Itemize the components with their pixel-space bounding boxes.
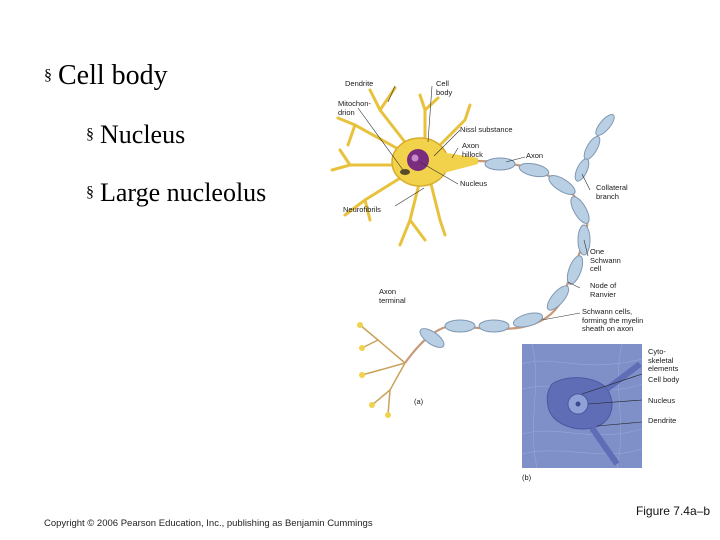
neuron-diagram: [330, 85, 615, 418]
label-axon-terminal: Axon terminal: [379, 287, 406, 305]
copyright-notice: Copyright © 2006 Pearson Education, Inc.…: [44, 518, 373, 529]
label-nucleus: Nucleus: [460, 179, 488, 188]
axon-hillock-shape: [440, 152, 478, 174]
label-cell-body: Cell body: [436, 79, 453, 97]
nucleolus-shape: [411, 154, 419, 162]
label-b-dendrite: Dendrite: [648, 416, 677, 425]
label-schwann-sheath: Schwann cells, forming the myelin sheath…: [582, 307, 644, 333]
label-b-nucleus: Nucleus: [648, 396, 676, 405]
label-neurofibrils: Neurofibrils: [343, 205, 381, 214]
schwann-cells: [419, 157, 591, 348]
micrograph-panel: [522, 344, 642, 468]
micrograph-image: [522, 344, 642, 468]
neuron-figure: Dendrite Cell body Mitochon- drion Nissl…: [300, 70, 720, 490]
figure-reference: Figure 7.4a–b: [635, 504, 710, 518]
label-axon: Axon: [526, 151, 544, 160]
axon-terminals: [359, 324, 406, 416]
label-axon-hillock: Axon hillock: [462, 141, 483, 159]
bullet-marker: §: [86, 126, 94, 143]
collateral-branch: [574, 114, 615, 182]
bullet-marker: §: [86, 184, 94, 201]
bullet-text: Large nucleolus: [100, 178, 267, 207]
label-node-of-ranvier: Node of Ranvier: [590, 281, 617, 299]
mitochondrion-shape: [400, 169, 410, 175]
label-one-schwann-cell: One Schwann cell: [590, 247, 621, 273]
label-panel-a: (a): [414, 397, 424, 406]
bullet-text: Cell body: [58, 60, 168, 91]
label-cytoskeletal-elements: Cyto- skeletal elements: [648, 347, 679, 373]
nucleus-shape: [407, 149, 429, 171]
leader-lines: [357, 85, 591, 321]
terminal-boutons: [357, 322, 391, 418]
bullet-text: Nucleus: [100, 120, 186, 149]
dendrites: [330, 86, 472, 247]
bullet-cell-body: § Cell body: [44, 60, 168, 92]
label-collateral-branch: Collateral branch: [596, 183, 628, 201]
bullet-nucleus: § Nucleus: [86, 120, 185, 150]
bullet-large-nucleolus: § Large nucleolus: [86, 178, 266, 208]
label-dendrite: Dendrite: [345, 79, 374, 88]
bullet-list: § Cell body § Nucleus § Large nucleolus: [0, 0, 330, 240]
label-b-cell-body: Cell body: [648, 375, 680, 384]
label-nissl-substance: Nissl substance: [460, 125, 513, 134]
label-panel-b: (b): [522, 473, 532, 482]
label-mitochondrion: Mitochon- drion: [338, 99, 371, 117]
bullet-marker: §: [44, 67, 52, 84]
